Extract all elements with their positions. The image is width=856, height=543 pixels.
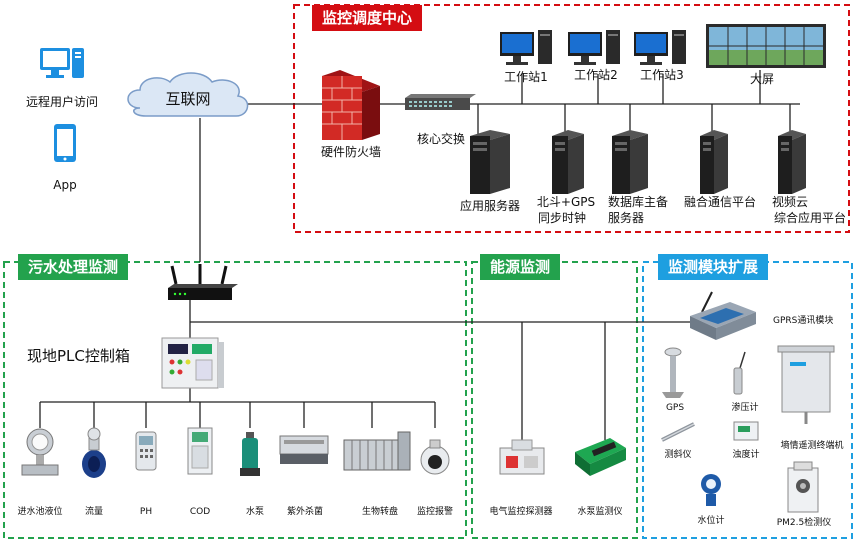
pm25-label: PM2.5检测仪 <box>776 518 832 528</box>
turbidimeter-label: 浊度计 <box>732 450 760 460</box>
sewage-border <box>3 261 467 539</box>
device-label-pump: 水泵 <box>245 507 265 517</box>
device-label-pump-monitor: 水泵监测仪 <box>577 507 623 517</box>
app-server-label: 应用服务器 <box>459 199 521 213</box>
app-label: App <box>53 178 77 192</box>
section-header-sewage: 污水处理监测 <box>18 254 129 280</box>
router-icon <box>168 264 238 300</box>
database-server-icon <box>612 130 648 194</box>
video-cloud-server-icon <box>778 130 806 194</box>
pm25-detector-icon <box>787 461 819 513</box>
core-switch-icon <box>405 94 476 110</box>
telemetry-terminal-icon <box>777 345 835 424</box>
big-screen-label: 大屏 <box>749 72 775 86</box>
inclinometer-label: 测斜仪 <box>664 450 692 460</box>
electrical-detector-icon <box>499 439 545 475</box>
energy-border <box>471 261 638 539</box>
plc-cabinet-icon <box>161 337 224 389</box>
workstation-3-label: 工作站3 <box>640 68 684 82</box>
flow-meter-icon <box>82 427 106 478</box>
internet-cloud-icon <box>127 72 249 117</box>
device-label-electrical: 电气监控探测器 <box>489 507 553 517</box>
device-label-inlet-level: 进水池液位 <box>17 507 63 517</box>
video-cloud-label-1: 视频云 <box>771 195 809 209</box>
gprs-label: GPRS通讯模块 <box>773 316 834 326</box>
smartphone-icon <box>54 124 76 162</box>
water-pump-icon <box>240 432 260 476</box>
sync-clock-label-1: 北斗+GPS <box>536 195 596 209</box>
monitoring-center-border <box>293 4 850 233</box>
remote-user-label: 远程用户访问 <box>25 95 99 109</box>
cod-analyzer-icon <box>187 427 213 475</box>
workstation-3-icon <box>634 30 686 65</box>
desktop-computer-icon <box>40 48 84 78</box>
biological-disk-icon <box>343 431 411 471</box>
workstation-2-label: 工作站2 <box>574 68 618 82</box>
workstation-1-icon <box>500 30 552 65</box>
application-server-icon <box>470 130 510 194</box>
comm-platform-server-icon <box>700 130 728 194</box>
piezometer-label: 渗压计 <box>731 403 759 413</box>
firewall-label: 硬件防火墙 <box>320 145 382 159</box>
workstation-2-icon <box>568 30 620 65</box>
turbidimeter-icon <box>733 421 759 441</box>
device-label-alarm: 监控报警 <box>416 507 454 517</box>
inclinometer-icon <box>661 422 695 442</box>
firewall-icon <box>322 70 380 140</box>
db-server-label-2: 服务器 <box>607 211 645 225</box>
terminal-label: 墒情遥测终端机 <box>780 441 844 451</box>
device-label-flow: 流量 <box>84 507 104 517</box>
section-header-monitoring-center: 监控调度中心 <box>312 5 423 31</box>
gps-label: GPS <box>665 403 685 413</box>
device-label-ph: PH <box>139 507 153 517</box>
big-screen-icon <box>706 24 826 68</box>
uv-sterilizer-icon <box>279 435 329 464</box>
sync-clock-server-icon <box>552 130 584 194</box>
video-cloud-label-2: 综合应用平台 <box>773 211 847 225</box>
comm-platform-label: 融合通信平台 <box>683 195 757 209</box>
gps-receiver-icon <box>662 347 684 398</box>
workstation-1-label: 工作站1 <box>504 70 548 84</box>
device-label-bio-disk: 生物转盘 <box>361 507 399 517</box>
core-switch-label: 核心交换 <box>416 132 466 146</box>
pump-monitor-icon <box>575 438 626 476</box>
db-server-label-1: 数据库主备 <box>607 195 669 209</box>
water-level-label: 水位计 <box>697 516 725 526</box>
device-label-cod: COD <box>189 507 211 517</box>
piezometer-icon <box>733 351 746 395</box>
internet-label: 互联网 <box>165 90 211 108</box>
surveillance-camera-icon <box>420 439 450 475</box>
device-label-uv: 紫外杀菌 <box>286 507 324 517</box>
plc-label: 现地PLC控制箱 <box>27 347 130 365</box>
gprs-module-icon <box>690 291 756 340</box>
section-header-energy: 能源监测 <box>480 254 561 280</box>
section-header-expansion: 监测模块扩展 <box>658 254 769 280</box>
ph-meter-icon <box>135 431 157 471</box>
inlet-level-sensor-icon <box>21 428 59 476</box>
sync-clock-label-2: 同步时钟 <box>537 211 587 225</box>
water-level-meter-icon <box>701 474 721 506</box>
